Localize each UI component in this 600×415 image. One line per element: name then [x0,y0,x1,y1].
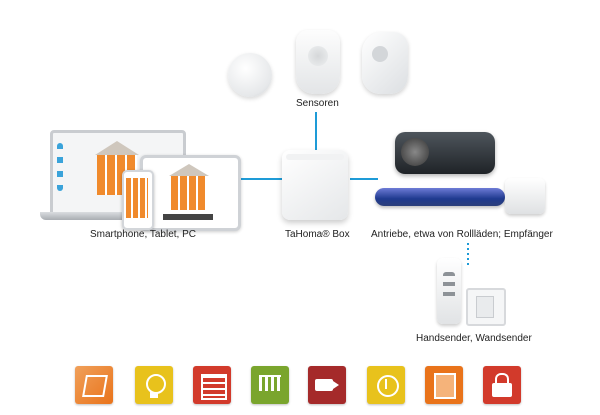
laptop-house-roof [95,141,139,155]
connector-drives [350,178,378,180]
tahoma-box-edge [286,154,344,160]
lock-icon [483,366,521,404]
motion-sensor-lens [308,46,328,66]
tablet-footer [163,214,213,220]
shutter-icon [193,366,231,404]
camera-icon [308,366,346,404]
tahoma-box [282,150,348,220]
round-sensor [228,53,272,97]
motor-gear [401,138,429,166]
blinds-icon [75,366,113,404]
awning-icon [251,366,289,404]
sun-sensor [362,32,408,94]
receiver-plug [505,178,545,214]
label-sensors: Sensoren [296,98,339,109]
label-remotes: Handsender, Wandsender [416,333,532,344]
tablet [140,155,241,231]
connector-remotes [467,243,469,265]
energy-plug-icon [367,366,405,404]
light-icon [135,366,173,404]
tablet-house-grid [171,176,207,210]
laptop-base [40,212,190,220]
window-icon [425,366,463,404]
connector-devices [240,178,282,180]
label-box: TaHoma® Box [285,229,350,240]
laptop-nav-dots [57,143,63,191]
wall-switch [466,288,506,326]
label-devices: Smartphone, Tablet, PC [90,229,196,240]
smartphone-screen [126,178,148,218]
handheld-remote [437,258,461,324]
sun-sensor-eye [372,46,388,62]
remote-buttons [443,272,455,302]
wall-switch-rocker [476,296,494,318]
connector-sensors [315,112,317,152]
label-drives: Antriebe, etwa von Rollläden; Empfänger [371,229,553,240]
smartphone [122,170,154,230]
motor-tube [375,188,505,206]
motion-sensor [296,30,340,94]
motor-gearbox [395,132,495,174]
tablet-house-roof [169,164,209,176]
